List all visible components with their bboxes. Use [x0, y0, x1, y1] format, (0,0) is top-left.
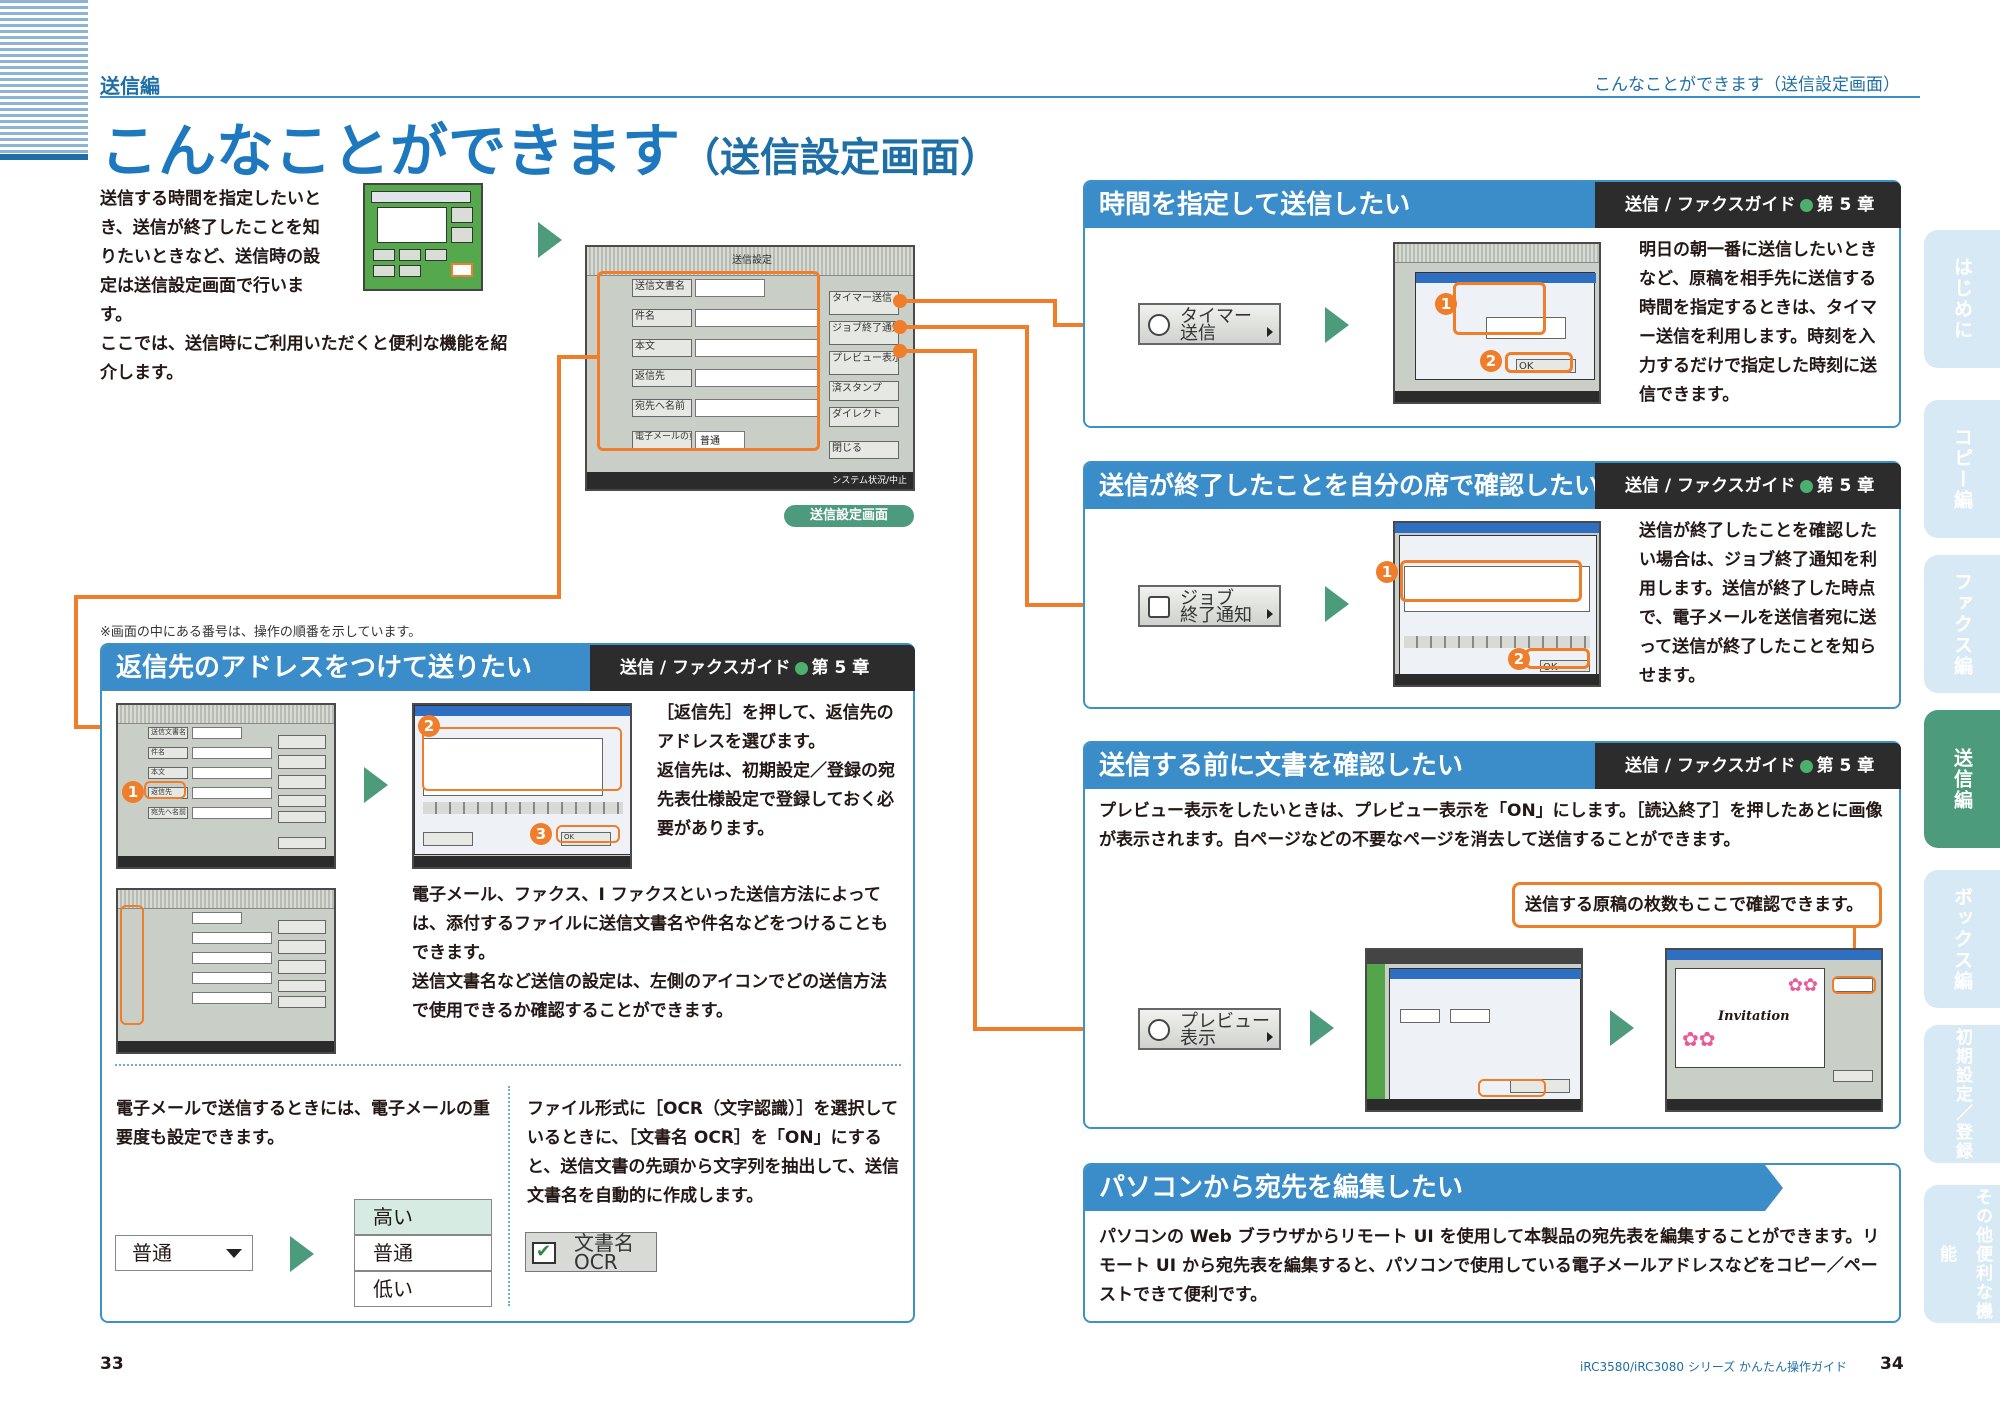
step-2-marker: 2	[418, 715, 440, 737]
arrow-right-icon	[1310, 1010, 1334, 1046]
priority-dropdown[interactable]: 普通	[115, 1235, 253, 1271]
timer-send-button[interactable]: タイマー送信	[1138, 303, 1281, 345]
left-page-number: 33	[100, 1354, 124, 1374]
arrow-right-icon	[290, 1236, 314, 1272]
page-title-paren: （送信設定画面）	[680, 135, 1001, 181]
divider-vertical	[508, 1086, 510, 1306]
priority-option-low[interactable]: 低い	[354, 1271, 492, 1307]
page-title-main: こんなことができます	[100, 117, 681, 185]
running-title: こんなことができます（送信設定画面）	[1594, 75, 1900, 95]
intro-text: 送信する時間を指定したいとき、送信が終了したことを知りたいときなど、送信時の設定…	[100, 185, 520, 388]
section-label: 送信編	[100, 74, 160, 98]
header-stripes	[0, 0, 88, 160]
right-page-number: 34	[1880, 1354, 1904, 1374]
timer-screen: OK	[1393, 242, 1601, 404]
preview-screen: Invitation ✿✿ ✿✿	[1665, 948, 1883, 1112]
job-done-screen: OK	[1393, 521, 1601, 687]
tab-send[interactable]: 送信編	[1924, 710, 2000, 848]
preview-text: プレビュー表示をしたいときは、プレビュー表示を「ON」にします。［読込終了］を押…	[1099, 801, 1883, 850]
remote-ui-box: パソコンから宛先を編集したい パソコンの Web ブラウザからリモート UI を…	[1083, 1163, 1901, 1323]
notice-icon	[1148, 596, 1170, 618]
priority-option-normal[interactable]: 普通	[354, 1235, 492, 1271]
tab-other[interactable]: その他便利な機能	[1924, 1185, 2000, 1323]
step-1-marker: 1	[122, 781, 144, 803]
checkbox-icon	[532, 1241, 556, 1264]
footnote: ※画面の中にある番号は、操作の順番を示しています。	[100, 625, 422, 640]
arrow-right-icon	[1610, 1010, 1634, 1046]
reply-screen-icons	[116, 888, 336, 1054]
timer-guide-ref: 送信 / ファクスガイド第 5 章	[1595, 182, 1901, 228]
page-count-callout: 送信する原稿の枚数もここで確認できます。	[1512, 882, 1882, 928]
preview-display-button[interactable]: プレビュー表示	[1138, 1008, 1281, 1050]
timer-heading: 時間を指定して送信したい	[1085, 182, 1613, 228]
reply-screen-1: 送信文書名 件名 本文 返信先 宛先へ名前	[116, 703, 336, 869]
reply-guide-ref: 送信 / ファクスガイド第 5 章	[590, 645, 915, 691]
ocr-text: ファイル形式に［OCR（文字認識）］を選択しているときに、［文書名 OCR］を「…	[527, 1099, 899, 1206]
tab-settings[interactable]: 初期設定／登録	[1924, 1025, 2000, 1163]
tab-copy[interactable]: コピー編	[1924, 400, 2000, 538]
priority-options-list: 高い 普通 低い	[354, 1199, 492, 1307]
reply-text-2: 電子メール、ファクス、I ファクスといった送信方法によっては、添付するファイルに…	[412, 885, 888, 1021]
header-rule	[100, 96, 1920, 98]
step-1-marker: 1	[1435, 293, 1457, 315]
step-2-marker: 2	[1480, 350, 1502, 372]
magnifier-icon	[1148, 1019, 1170, 1041]
priority-option-high[interactable]: 高い	[354, 1199, 492, 1235]
footer-product: iRC3580/iRC3080 シリーズ かんたん操作ガイド	[1580, 1360, 1848, 1374]
screen-caption: 送信設定画面	[784, 505, 914, 527]
pc-text: パソコンの Web ブラウザからリモート UI を使用して本製品の宛先表を編集す…	[1099, 1227, 1880, 1305]
preview-guide-ref: 送信 / ファクスガイド第 5 章	[1595, 743, 1901, 789]
reply-address-list-screen: OK	[412, 703, 632, 869]
job-text: 送信が終了したことを確認したい場合は、ジョブ終了通知を利用します。送信が終了した…	[1639, 521, 1877, 686]
tab-fax[interactable]: ファクス編	[1924, 555, 2000, 693]
reply-address-box: 返信先のアドレスをつけて送りたい 送信 / ファクスガイド第 5 章 送信文書名…	[100, 643, 915, 1323]
tab-getting-started[interactable]: はじめに	[1924, 230, 2000, 368]
intro-line2: ここでは、送信時にご利用いただくと便利な機能を紹介します。	[100, 334, 508, 383]
pc-heading: パソコンから宛先を編集したい	[1085, 1165, 1783, 1211]
divider	[115, 1064, 901, 1066]
step-1-marker: 1	[1376, 561, 1398, 583]
timer-text: 明日の朝一番に送信したいときなど、原稿を相手先に送信する時間を指定するときは、タ…	[1639, 240, 1877, 405]
page-title: こんなことができます（送信設定画面）	[100, 104, 1000, 188]
job-done-notice-button[interactable]: ジョブ終了通知	[1138, 585, 1281, 627]
reply-text-1: ［返信先］を押して、返信先のアドレスを選びます。 返信先は、初期設定／登録の宛先…	[657, 703, 895, 839]
intro-line1: 送信する時間を指定したいとき、送信が終了したことを知りたいときなど、送信時の設定…	[100, 189, 321, 325]
invitation-preview-image: Invitation ✿✿ ✿✿	[1675, 968, 1825, 1068]
reply-heading: 返信先のアドレスをつけて送りたい	[102, 645, 608, 691]
chevron-down-icon	[226, 1249, 242, 1258]
highlight-settings-rows	[597, 271, 820, 451]
scan-settings-screen	[1365, 948, 1583, 1112]
step-3-marker: 3	[530, 823, 552, 845]
tab-box[interactable]: ボックス編	[1924, 870, 2000, 1008]
job-heading: 送信が終了したことを自分の席で確認したい	[1085, 463, 1613, 509]
job-guide-ref: 送信 / ファクスガイド第 5 章	[1595, 463, 1901, 509]
arrow-right-icon	[1325, 586, 1349, 622]
arrow-right-icon	[1325, 307, 1349, 343]
step-2-marker: 2	[1508, 648, 1530, 670]
arrow-right-icon	[364, 767, 388, 803]
screen-status-bar: システム状況/中止	[587, 472, 913, 489]
thumbnail-screen	[363, 183, 483, 291]
arrow-right-icon	[538, 222, 562, 258]
clock-icon	[1148, 314, 1170, 336]
preview-heading: 送信する前に文書を確認したい	[1085, 743, 1613, 789]
email-priority-text: 電子メールで送信するときには、電子メールの重要度も設定できます。	[116, 1099, 490, 1148]
